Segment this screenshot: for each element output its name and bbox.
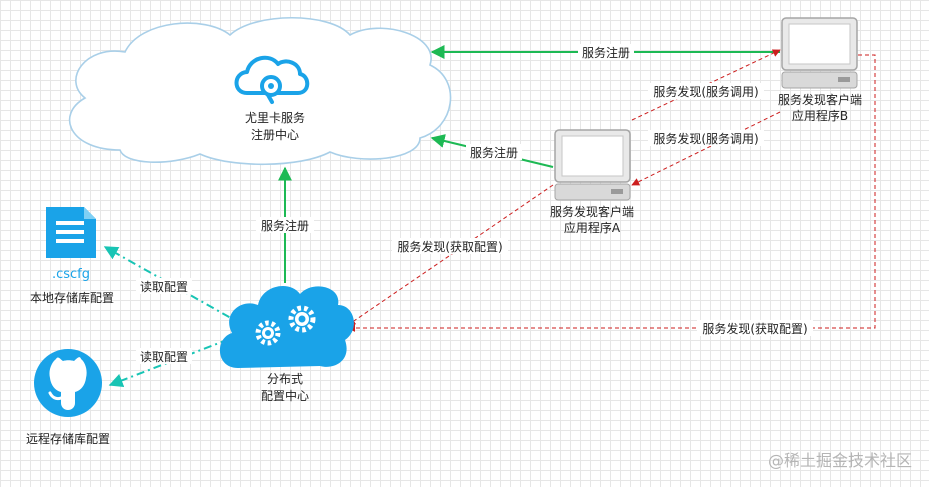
label-a-register: 服务注册: [470, 145, 518, 160]
label-read-local: 读取配置: [140, 280, 188, 294]
client-b-label-line2: 应用程序B: [792, 108, 848, 123]
config-center: 分布式 配置中心: [219, 286, 354, 403]
registry-cloud: 尤里卡服务 注册中心: [68, 16, 452, 166]
edge-read-local: [103, 246, 246, 327]
edge-b-discover-a: [631, 111, 781, 186]
edge-a-discover-b: [631, 49, 781, 121]
local-storage-label: 本地存储库配置: [30, 290, 114, 305]
label-config-register: 服务注册: [261, 218, 309, 233]
client-a-label-line2: 应用程序A: [564, 220, 621, 235]
remote-storage-label: 远程存储库配置: [26, 431, 110, 446]
computer-icon: [781, 17, 858, 89]
client-b: 服务发现客户端 应用程序B: [778, 17, 862, 123]
registry-label-line1: 尤里卡服务: [245, 110, 305, 125]
gear-icon: [288, 305, 316, 333]
label-a-discover-b: 服务发现(服务调用): [653, 84, 758, 99]
edge-b-get-config: [347, 54, 876, 332]
label-a-get-config: 服务发现(获取配置): [397, 239, 502, 254]
registry-label-line2: 注册中心: [251, 127, 299, 142]
label-b-get-config: 服务发现(获取配置): [702, 321, 807, 336]
remote-storage: 远程存储库配置: [26, 349, 110, 446]
watermark: @稀土掘金技术社区: [768, 451, 912, 470]
config-center-label-line2: 配置中心: [261, 388, 309, 403]
eureka-icon: [234, 55, 310, 104]
local-storage: .cscfg 本地存储库配置: [30, 207, 114, 305]
edge-a-get-config: [347, 184, 554, 326]
document-icon: [46, 207, 96, 258]
github-icon: [34, 349, 102, 417]
label-b-register: 服务注册: [582, 45, 630, 60]
client-b-label-line1: 服务发现客户端: [778, 92, 862, 107]
gear-icon: [255, 320, 281, 346]
file-extension: .cscfg: [52, 267, 90, 282]
label-b-discover-a: 服务发现(服务调用): [653, 131, 758, 146]
client-a: 服务发现客户端 应用程序A: [550, 129, 634, 235]
client-a-label-line1: 服务发现客户端: [550, 204, 634, 219]
computer-icon: [554, 129, 631, 201]
label-read-remote: 读取配置: [140, 350, 188, 364]
config-center-label-line1: 分布式: [267, 372, 303, 386]
